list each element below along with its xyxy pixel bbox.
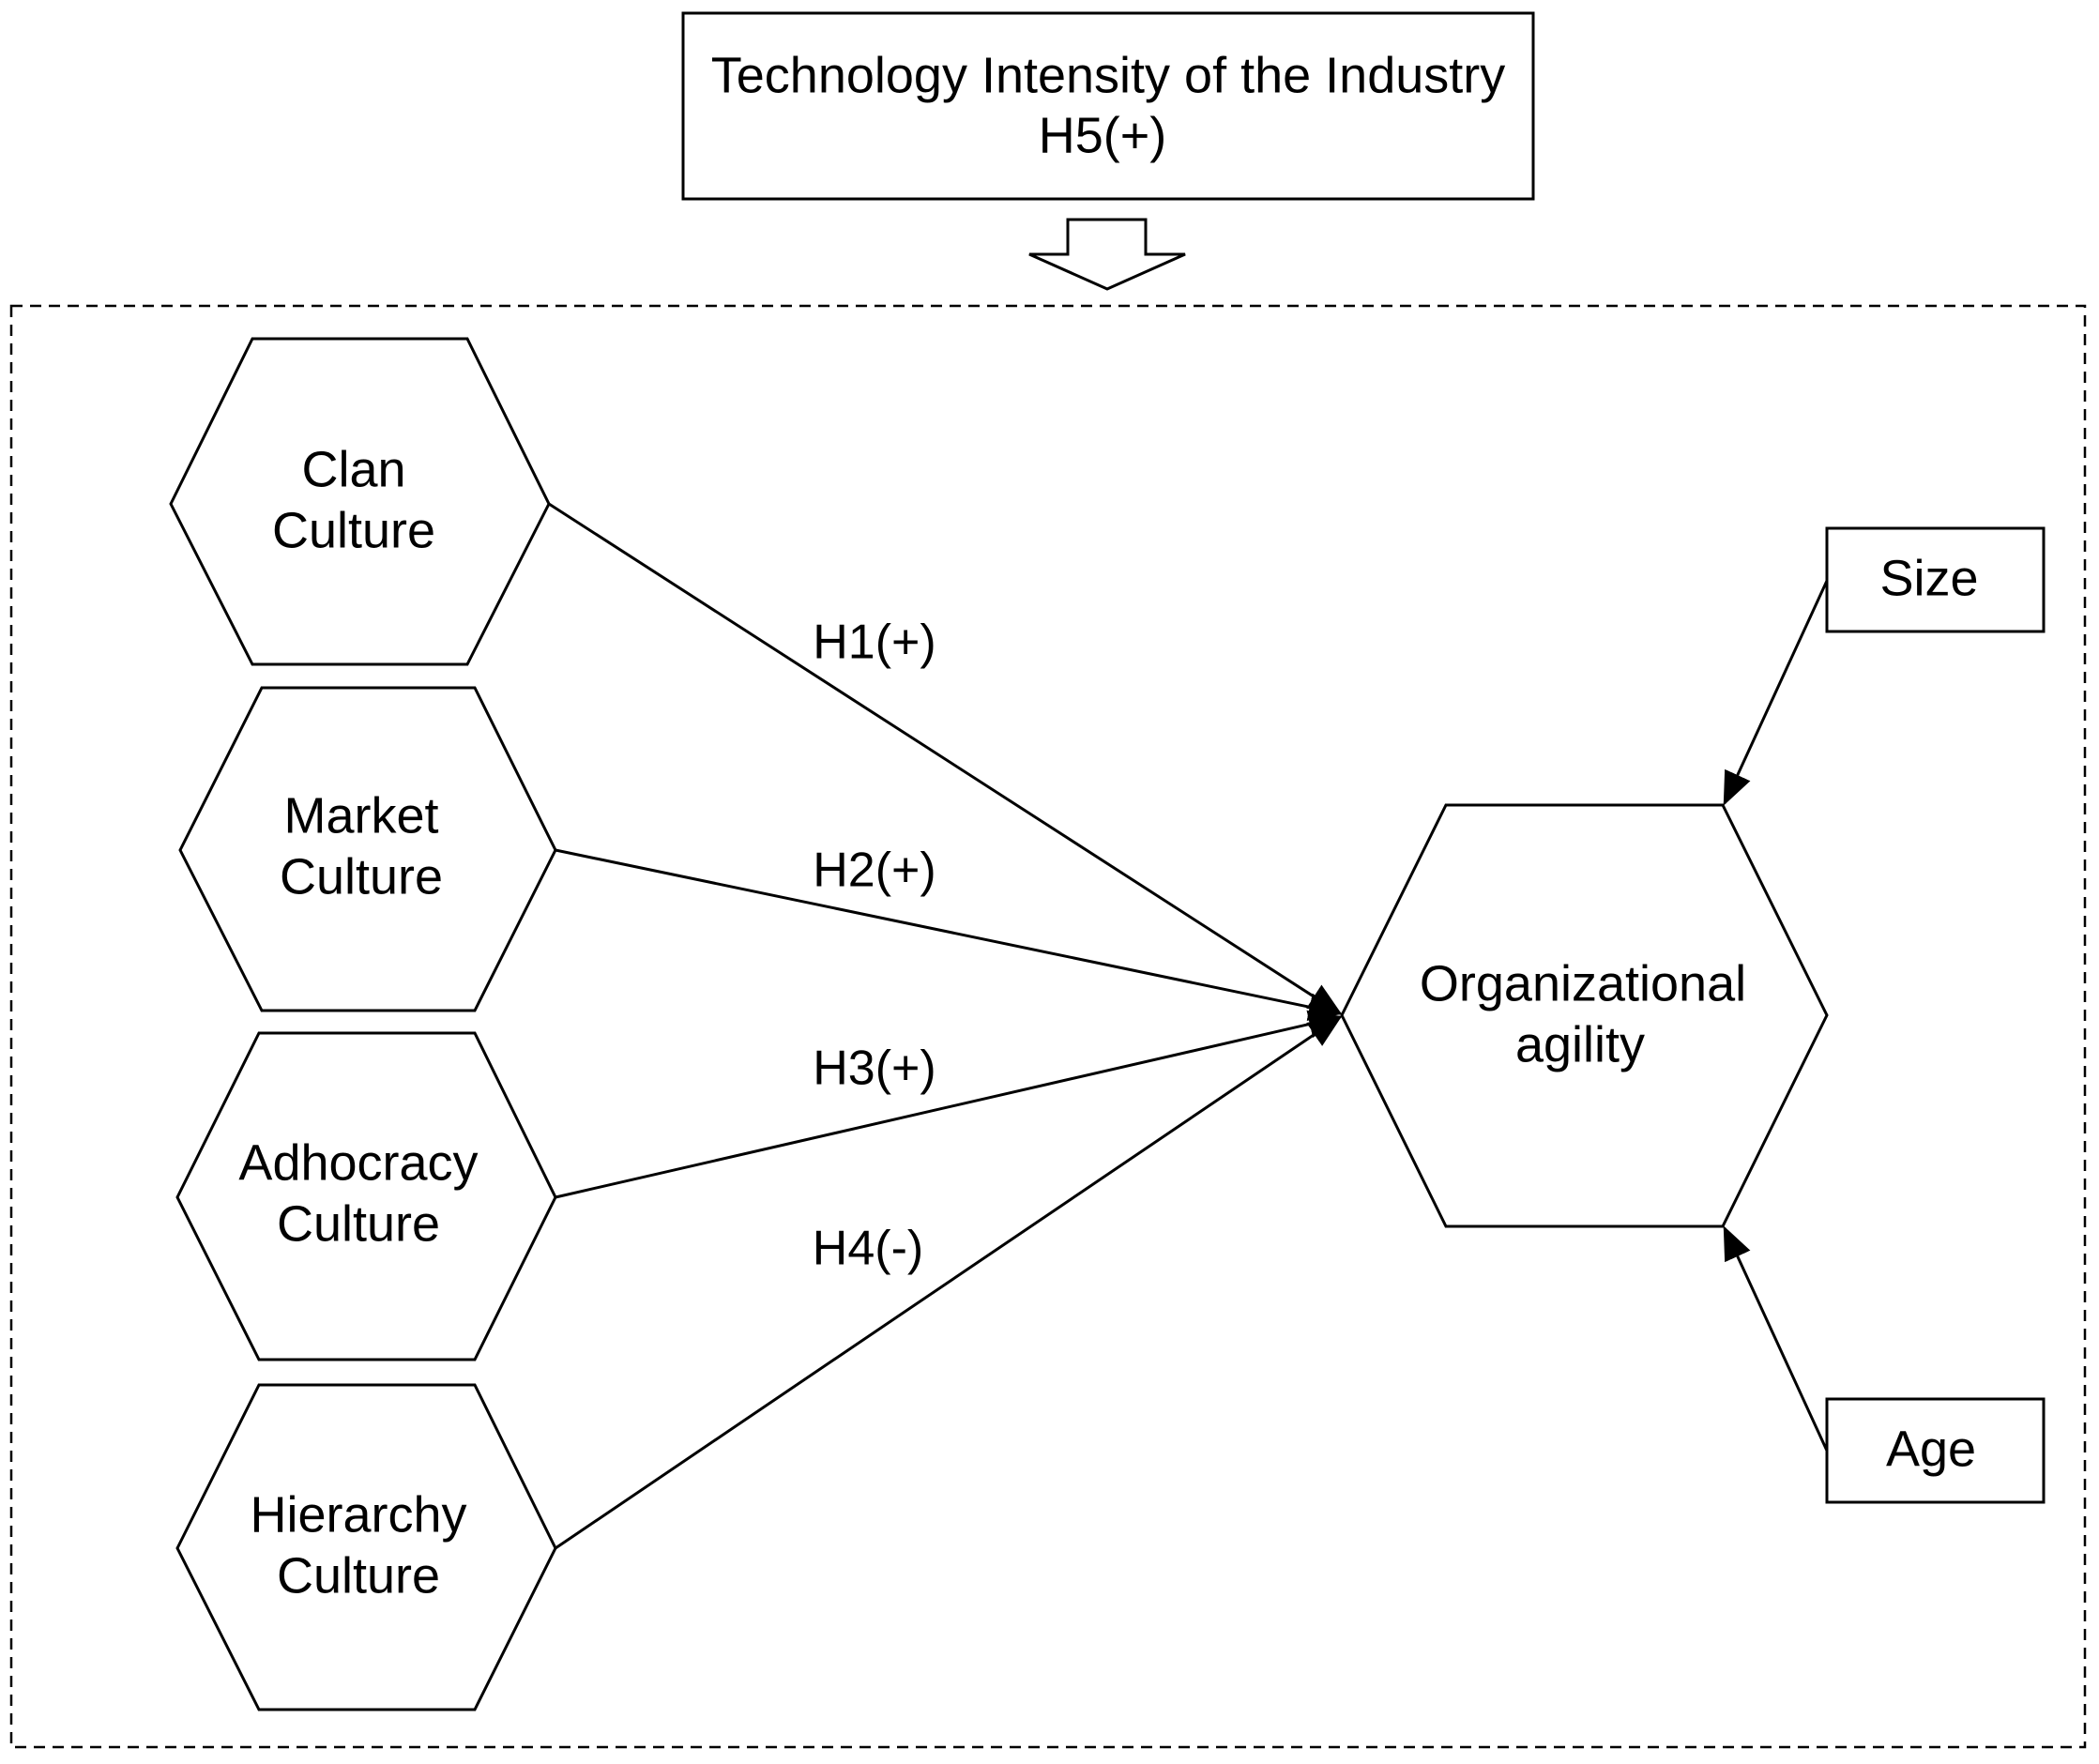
moderator-box: Technology Intensity of the Industry H5(… <box>681 11 1535 201</box>
hierarchy-culture-node: Hierarchy Culture <box>175 1383 557 1711</box>
size-control-box: Size <box>1825 526 2046 633</box>
age-arrow <box>1723 1225 1829 1452</box>
size-label: Size <box>1879 550 1978 606</box>
moderator-title: Technology Intensity of the Industry <box>711 47 1506 103</box>
moderation-arrow <box>1028 218 1186 291</box>
clan-culture-label-2: Culture <box>272 502 435 558</box>
clan-culture-node: Clan Culture <box>169 337 551 666</box>
h4-arrow <box>555 1015 1343 1550</box>
h4-label: H4(-) <box>813 1222 923 1276</box>
clan-culture-label-1: Clan <box>301 441 405 497</box>
adhocracy-culture-label-2: Culture <box>277 1195 440 1252</box>
market-culture-node: Market Culture <box>178 686 557 1012</box>
model-container <box>9 304 2087 1749</box>
h3-label: H3(+) <box>813 1042 935 1096</box>
h2-arrow <box>555 848 1343 1021</box>
adhocracy-culture-label-1: Adhocracy <box>238 1134 478 1191</box>
organizational-agility-label-2: agility <box>1515 1016 1645 1072</box>
adhocracy-culture-node: Adhocracy Culture <box>175 1031 557 1361</box>
age-control-box: Age <box>1825 1397 2046 1504</box>
hierarchy-culture-label-1: Hierarchy <box>250 1486 466 1543</box>
h3-arrow <box>555 1010 1343 1199</box>
h1-arrow <box>548 502 1343 1015</box>
organizational-agility-node: Organizational agility <box>1340 803 1829 1228</box>
h1-label: H1(+) <box>813 616 935 670</box>
moderator-hypothesis: H5(+) <box>1039 107 1167 163</box>
h2-label: H2(+) <box>813 844 935 898</box>
age-label: Age <box>1886 1421 1976 1477</box>
hierarchy-culture-label-2: Culture <box>277 1547 440 1604</box>
market-culture-label-1: Market <box>283 787 438 844</box>
size-arrow <box>1723 580 1829 806</box>
market-culture-label-2: Culture <box>280 848 443 905</box>
organizational-agility-label-1: Organizational <box>1420 955 1746 1011</box>
